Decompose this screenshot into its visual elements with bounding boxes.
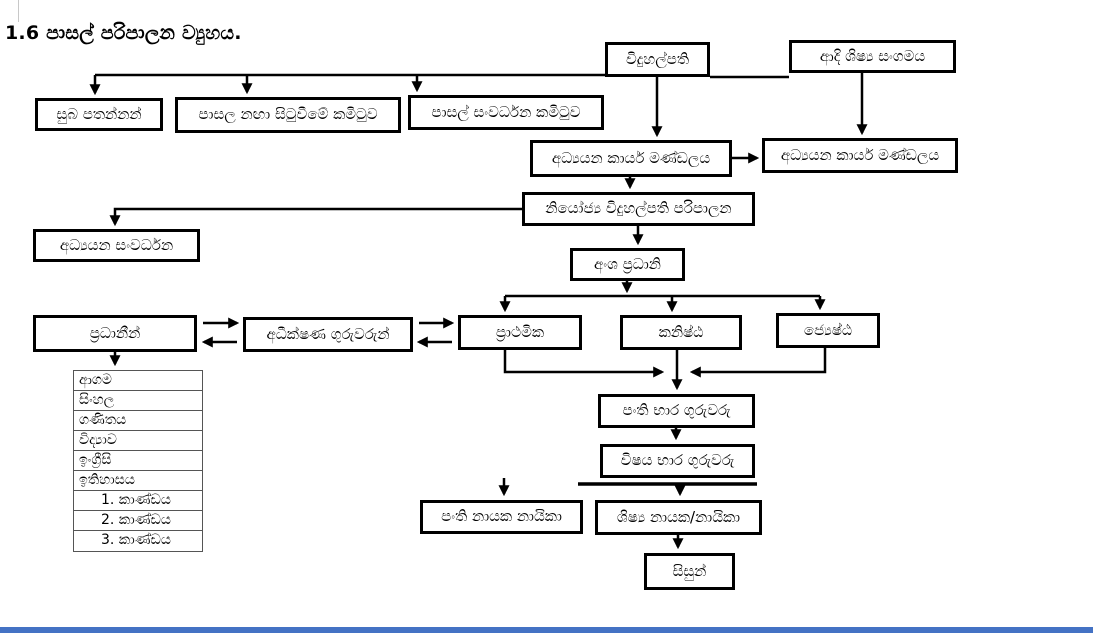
node-deputy-principal-admin: නියෝජ්‍ය විදුහල්පති පරිපාලන: [522, 192, 755, 226]
subject-list-table: ආගම සිංහල ගණිතය විද්‍යාව ඉංග්‍රීසි ඉතිහා…: [73, 370, 203, 552]
node-section-heads: අංශ ප්‍රධානි: [570, 248, 685, 281]
node-well-wishers: සුබ පතන්නන්: [35, 98, 163, 131]
subject-row-english: ඉංග්‍රීසි: [74, 451, 202, 471]
page-title: 1.6 පාසල් පරිපාලන ව්‍යුහය.: [5, 22, 242, 44]
node-school-upliftment-committee: පාසල නඟා සිටුවීමේ කමිටුව: [175, 97, 401, 133]
subject-row-science: විද්‍යාව: [74, 431, 202, 451]
subject-row-group-3: 3. කාණ්ඩය: [101, 532, 171, 548]
node-academic-staff-left: අධ්‍යයන කාර්ය මණ්ඩලය: [530, 140, 732, 177]
node-class-teachers: පංති භාර ගුරුවරු: [598, 394, 755, 428]
node-school-development-committee: පාසල් සංවර්ධන කමිටුව: [408, 95, 604, 130]
node-primary-section: ප්‍රාථමික: [458, 315, 582, 350]
node-subject-teachers: විෂය භාර ගුරුවරු: [600, 444, 755, 478]
bottom-accent-bar: [0, 627, 1093, 633]
subject-row-sinhala: සිංහල: [74, 391, 202, 411]
node-alumni-association: ආදි ශිෂ්‍ය සංගමය: [789, 40, 956, 73]
node-heads: ප්‍රධානීන්: [33, 315, 197, 352]
node-principal: විදුහල්පති: [605, 42, 710, 77]
node-senior-section: ජ්‍යෙෂ්ඨ: [776, 313, 880, 348]
node-students: සිසුන්: [644, 553, 735, 590]
node-student-prefects: ශිෂ්‍ය නායක/නායිකා: [595, 500, 762, 535]
node-academic-development: අධ්‍යයන සංවර්ධන: [33, 229, 200, 262]
node-junior-section: කනිෂ්ඨ: [620, 315, 742, 350]
subject-row-history: ඉතිහාසය: [74, 471, 202, 491]
node-class-monitors: පංති නායක නායිකා: [420, 500, 583, 534]
node-supervising-teachers: අධීක්ෂණ ගුරුවරුන්: [243, 317, 413, 352]
subject-row-group-1: 1. කාණ්ඩය: [74, 491, 202, 511]
node-academic-staff-right: අධ්‍යයන කාර්ය මණ්ඩලය: [762, 138, 958, 173]
margin-line: [18, 0, 19, 22]
subject-row-religion: ආගම: [74, 371, 202, 391]
subject-row-maths: ගණිතය: [74, 411, 202, 431]
subject-row-group-2: 2. කාණ්ඩය: [74, 511, 202, 531]
